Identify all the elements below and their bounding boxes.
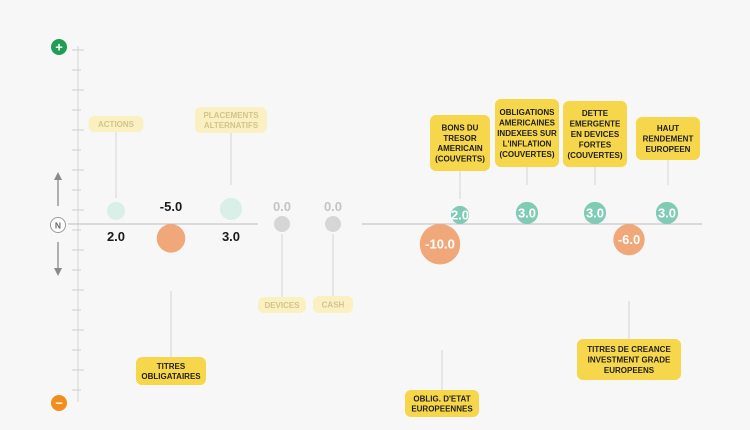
category-label-text: INVESTMENT GRADE <box>588 356 671 365</box>
category-label-box <box>258 297 306 313</box>
category-label-text: EUROPEENS <box>604 366 655 375</box>
bubble[interactable] <box>515 201 539 224</box>
neutral-icon: N <box>55 221 61 231</box>
category-label-text: TITRES <box>157 362 186 371</box>
bubble-value: 2.0 <box>451 207 469 222</box>
bubble-value: 2.0 <box>107 229 125 244</box>
category-label-text: FORTES <box>579 140 612 149</box>
category-label[interactable]: OBLIG. D'ETAT EUROPEENNES <box>405 390 479 417</box>
category-label-text: EMERGENTE <box>570 120 621 129</box>
category-label-text: HAUT <box>657 124 679 133</box>
category-label-text: AMERICAIN <box>437 144 483 153</box>
value-labels: 2.0 -5.0 3.0 0.0 0.0 -10.0 2.0 3.0 3.0 -6.0 3.0 <box>107 199 676 252</box>
category-label-text: OBLIGATAIRES <box>141 372 201 381</box>
category-label-text: (COUVERTES) <box>567 151 622 160</box>
category-label[interactable]: TITRES DE CREANCE INVESTMENT GRADEEUROPEE… <box>577 339 681 380</box>
category-label-box <box>313 296 353 313</box>
category-label-text: EUROPEENNES <box>411 405 473 414</box>
category-label-box <box>563 101 627 167</box>
bubble-value: 0.0 <box>273 199 291 214</box>
arrow-down-head <box>54 268 62 276</box>
category-label-box <box>136 357 206 385</box>
category-label-text: OBLIGATIONS <box>500 108 556 117</box>
minus-icon: − <box>55 396 63 411</box>
bubble[interactable] <box>325 216 341 232</box>
category-label-text: RENDEMENT <box>643 135 694 144</box>
category-label-text: PLACEMENTS <box>203 111 259 120</box>
bubble-value: -10.0 <box>425 237 455 252</box>
category-label-text: DEVICES <box>264 301 300 310</box>
category-label-text: DETTE <box>582 109 609 118</box>
category-label-text: (COUVERTES) <box>499 150 554 159</box>
bubble[interactable] <box>419 224 461 265</box>
category-label-text: EN DEVICES <box>571 130 620 139</box>
bubble-value: -5.0 <box>160 199 182 214</box>
category-label-box <box>405 390 479 417</box>
category-label-box <box>577 339 681 380</box>
bubbles <box>106 197 679 265</box>
category-label-text: CASH <box>322 301 345 310</box>
bubble[interactable] <box>613 224 645 256</box>
category-label-box <box>430 115 490 171</box>
bubble-value: 3.0 <box>518 205 536 220</box>
category-label-box <box>495 99 559 167</box>
bubble-value: 3.0 <box>222 229 240 244</box>
category-label-text: EUROPEEN <box>646 145 691 154</box>
bubble[interactable] <box>106 201 126 220</box>
bubble[interactable] <box>219 197 243 220</box>
bubble-value: 3.0 <box>658 205 676 220</box>
bubble-value: 0.0 <box>324 199 342 214</box>
bubble[interactable] <box>655 201 679 224</box>
zoom-out-minus-button[interactable]: − <box>51 395 67 411</box>
bubble-value: 3.0 <box>586 205 604 220</box>
plus-button-circle <box>51 39 67 55</box>
bubble[interactable] <box>583 201 607 224</box>
bubble[interactable] <box>450 205 470 224</box>
category-label-text: TITRES DE CREANCE <box>587 345 671 354</box>
category-label-text: BONS DU <box>442 123 479 132</box>
bubble[interactable] <box>274 216 290 232</box>
bubble[interactable] <box>156 224 186 253</box>
category-label-text: INDEXEES SUR <box>497 129 557 138</box>
category-label-text: AMERICAINES <box>499 119 556 128</box>
scale-controls: + − N <box>50 39 67 411</box>
category-label[interactable]: CASH <box>313 296 353 313</box>
category-label[interactable]: DEVICES <box>258 297 306 313</box>
category-label-text: ALTERNATIFS <box>204 121 259 130</box>
arrow-down-icon <box>54 242 62 276</box>
plus-icon: + <box>55 40 63 55</box>
category-label-text: (COUVERTS) <box>435 155 485 164</box>
neutral-circle <box>50 217 66 233</box>
connector-lines <box>115 132 669 390</box>
arrow-up-icon <box>54 172 62 206</box>
bubble-value: -6.0 <box>618 232 640 247</box>
zoom-in-plus-button[interactable]: + <box>51 39 67 55</box>
category-label-text: OBLIG. D'ETAT <box>413 394 470 403</box>
category-label-box <box>636 117 700 160</box>
minus-button-circle <box>51 395 67 411</box>
arrow-up-head <box>54 172 62 180</box>
category-label[interactable]: ACTIONS <box>88 116 144 132</box>
category-label-text: L'INFLATION <box>503 139 552 148</box>
category-label-text: TRESOR <box>443 134 477 143</box>
neutral-marker: N <box>50 217 66 233</box>
category-label-box <box>88 116 144 132</box>
category-label-box <box>195 107 267 133</box>
category-label-text: ACTIONS <box>98 120 135 129</box>
